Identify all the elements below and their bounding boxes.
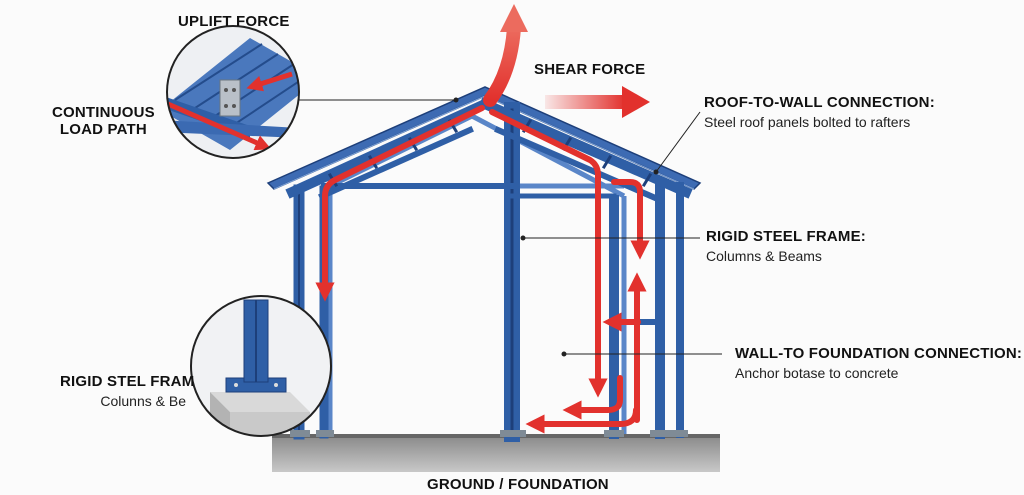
- continuous-label-line-1: CONTINUOUS: [52, 104, 155, 121]
- shear-force-label: SHEAR FORCE: [534, 61, 646, 78]
- shear-arrow: [545, 86, 650, 118]
- roof-to-wall-desc: Steel roof panels bolted to rafters: [704, 114, 911, 131]
- wall-to-foundation-title: WALL-TO FOUNDATION CONNECTION:: [735, 345, 1023, 362]
- ground-foundation-label: GROUND / FOUNDATION: [427, 476, 609, 493]
- continuous-load-path-label: CONTINUOUS LOAD PATH: [52, 104, 155, 139]
- rigid-stel-fram-desc: Colunns & Be: [100, 393, 186, 410]
- wall-to-foundation-callout: WALL-TO FOUNDATION CONNECTION: Anchor bo…: [735, 345, 1022, 381]
- rigid-frame-title: RIGID STEEL FRAME:: [706, 228, 866, 245]
- uplift-force-label: UPLIFT FORCE: [178, 13, 290, 30]
- continuous-label-line-2: LOAD PATH: [59, 121, 147, 139]
- rigid-stel-fram-title: RIGID STEL FRAM: [60, 373, 195, 390]
- roof-to-wall-callout: ROOF-TO-WALL CONNECTION: Steel roof pane…: [704, 94, 935, 130]
- rigid-frame-desc: Columns & Beams: [706, 248, 822, 265]
- wall-to-foundation-desc: Anchor botase to concrete: [735, 365, 899, 382]
- rigid-frame-callout: RIGID STEEL FRAME: Columns & Beams: [706, 228, 866, 264]
- rigid-stel-fram-callout: RIGID STEL FRAM Colunns & Be: [60, 373, 195, 410]
- roof-to-wall-title: ROOF-TO-WALL CONNECTION:: [704, 94, 935, 111]
- base-detail-inset: [190, 295, 332, 437]
- load-path-arrows: [315, 4, 650, 434]
- ground-slab: [272, 434, 720, 472]
- leader-lines: [293, 97, 722, 357]
- roof-detail-inset: [166, 25, 300, 159]
